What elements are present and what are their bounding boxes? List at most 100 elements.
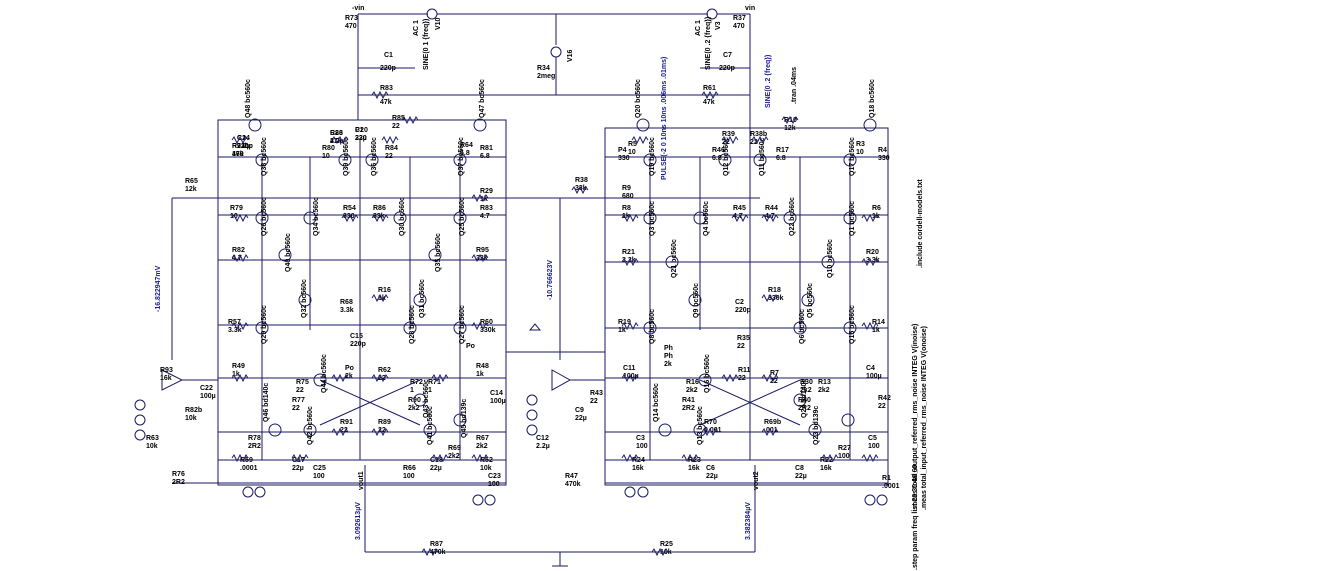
left-r82-ref: R82 [232,247,245,254]
right-r35-val: 22 [737,343,745,350]
resistor-symbol [371,90,389,100]
left-c23-ref: C23 [488,473,501,480]
left-c1-val: 220p [237,143,253,150]
resistor-symbol [401,115,419,125]
right-c3-val: 100 [636,443,648,450]
right-c6-ref: C6 [706,465,715,472]
left-r69-val: 2k2 [448,453,460,460]
left-r89-ref: R89 [378,419,391,426]
transistor-q29 [255,321,269,335]
right-q-q13-label: Q13 bc560c [697,406,704,445]
include-directive: .include cordell-models.txt [917,179,924,268]
left-c20-val: 22µ [355,135,367,142]
voltage-source-v12 [254,486,266,498]
voltage-source-v2 [624,486,636,498]
right-r39-ref: R39 [722,131,735,138]
resistor-symbol [761,213,779,223]
right-r4-ref: R4 [878,147,887,154]
left-r65-val: 12k [185,186,197,193]
transistor-q32 [298,293,312,307]
right-c4-ref: C4 [866,365,875,372]
resistor-symbol [291,453,309,463]
left-r71-ref: R71 [428,379,441,386]
left-c22-ref: C22 [200,385,213,392]
left-q-q47-label: Q47 bc560c [479,79,486,118]
transistor-q48 [248,118,262,132]
right-r3-val: 10 [856,149,864,156]
transistor-q37 [453,153,467,167]
source-v16-name: V16 [567,49,574,62]
net-vout1: vout1 [358,471,365,490]
resistor-symbol [621,321,639,331]
left-p1-ref: P1 [355,127,364,134]
right-r41-ref: R41 [682,397,695,404]
left-r78-val: 2R2 [248,443,261,450]
right-r44-val: 4.7 [765,213,775,220]
right-c9-val: 22µ [575,415,587,422]
transistor-q19 [643,153,657,167]
left-r84-val: 22 [385,153,393,160]
right-r40-val: 2R2 [798,405,811,412]
transistor-q35 [428,248,442,262]
right-c2-val: 220p [735,307,751,314]
right-amplifier [506,118,889,506]
right-r18-ref: R18 [768,287,781,294]
left-r83-ref: R83 [330,130,343,137]
left-q-q34-label: Q34 bc560c [313,197,320,236]
right-c8-ref: C8 [795,465,804,472]
voltage-source-left-c [134,429,146,441]
right-r20-ref: R20 [866,249,879,256]
transistor-q3 [643,211,657,225]
voltage-source-left-b [134,414,146,426]
left-r63-val: 10k [146,443,158,450]
transistor-q1 [843,211,857,225]
r61-val: 47k [703,99,715,106]
resistor-symbol [681,453,699,463]
right-r14-ref: R14 [872,319,885,326]
opamp-lt1028-left [161,369,184,391]
right-c3-ref: C3 [636,435,645,442]
left-c25-ref: C25 [313,465,326,472]
resistor-symbol [761,293,779,303]
left-q-q46-label: Q46 bd140c [263,383,270,422]
right-q-q15-label: Q15 bc560c [849,305,856,344]
left-r81-ref: R81 [480,145,493,152]
right-c11-ref: C11 [623,365,636,372]
r83-val: 47k [380,99,392,106]
source-v10-spec: SINE(0 1 {freq}) [423,19,430,70]
right-r39-val: 22 [722,139,730,146]
right-r25-val: 10k [660,549,672,556]
left-c1-ref: C1 [237,135,246,142]
left-q-q29-label: Q29 bc560c [261,305,268,344]
resistor-symbol [471,253,489,263]
left-r87-ref: R87 [430,541,443,548]
right-r22-val: 16k [820,465,832,472]
voltage-source-v4 [876,494,888,506]
left-q-q43-label: Q43 bc560c [423,379,430,418]
right-r30-val: 2k2 [800,387,812,394]
right-q-q16-label: Q16 bc560c [704,354,711,393]
left-q-q42-label: Q42 bc560c [307,406,314,445]
right-r7-ref: R7 [770,370,779,377]
transistor-q39 [338,153,352,167]
source-v3-name: V3 [715,21,722,30]
left-r87-val: 470k [430,549,446,556]
left-q-q27-label: Q27 bc560c [459,305,466,344]
transistor-q34 [303,211,317,225]
r73-ref: R73 [345,15,358,22]
right-r70-ref: R70 [704,419,717,426]
right-r1-ref: R1 [882,475,891,482]
left-r49-val: 1k [232,371,240,378]
right-q-q3-label: Q3 bc560c [649,201,656,236]
right-r8-val: 1k [622,213,630,220]
resistor-symbol [471,453,489,463]
resistor-symbol [471,193,489,203]
left-r48-ref: R48 [476,363,489,370]
r37-val: 470 [733,23,745,30]
left-c22-val: 100µ [200,393,216,400]
right-r27-ref: R27 [838,445,851,452]
left-q-q39-label: Q39 bc560c [343,137,350,176]
right-q-q9-label: Q9 bc560c [693,283,700,318]
resistor-symbol [431,453,449,463]
